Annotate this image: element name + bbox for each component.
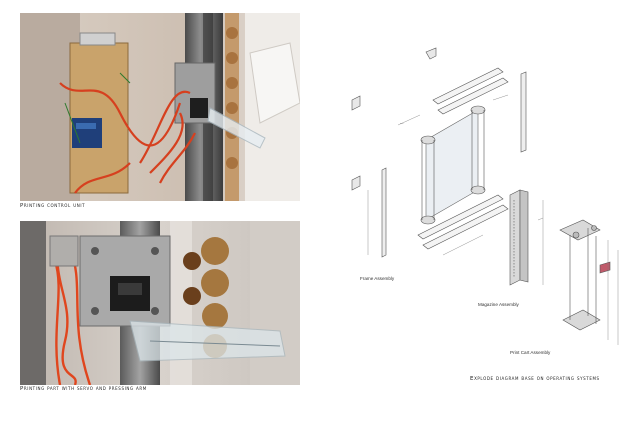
exploded-diagram: — Frame Assembly Magazine Assembly Print… <box>338 40 638 390</box>
photo-printing-part <box>20 221 300 385</box>
caption-bottom-photo: Printing part with servo and pressing ar… <box>20 386 147 392</box>
svg-text:—: — <box>400 121 404 125</box>
photo-printing-control-unit <box>20 13 300 201</box>
label-frame-assembly: Frame Assembly <box>360 276 395 281</box>
caption-diagram: Explode diagram base on operating system… <box>470 376 600 382</box>
caption-top-photo: Printing control unit <box>20 203 86 209</box>
label-magazine-assembly: Magazine Assembly <box>478 302 519 307</box>
label-print-cart-assembly: Print Cart Assembly <box>510 350 551 355</box>
